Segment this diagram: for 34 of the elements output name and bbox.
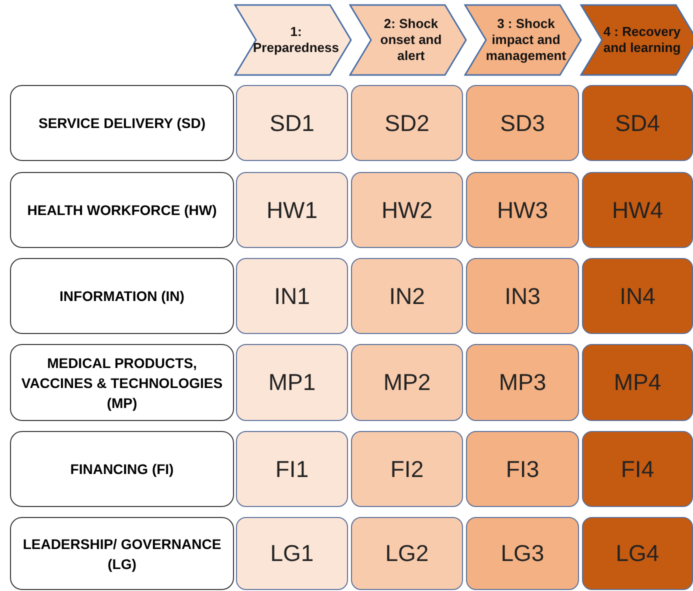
matrix-cell: MP2 bbox=[351, 344, 463, 421]
matrix-cell: LG4 bbox=[582, 517, 693, 590]
matrix-cell: LG3 bbox=[466, 517, 579, 590]
matrix-cell: FI4 bbox=[582, 431, 693, 507]
matrix-cell: SD2 bbox=[351, 85, 463, 161]
matrix-cell: LG1 bbox=[236, 517, 348, 590]
row-header-box: HEALTH WORKFORCE (HW) bbox=[10, 172, 234, 248]
matrix-cell: HW1 bbox=[236, 172, 348, 248]
matrix-cell: HW4 bbox=[582, 172, 693, 248]
row-header-box: SERVICE DELIVERY (SD) bbox=[10, 85, 234, 161]
phase-header-banner: 2: Shock onset and alert bbox=[349, 4, 467, 76]
row-header-box: INFORMATION (IN) bbox=[10, 258, 234, 334]
matrix-cell: LG2 bbox=[351, 517, 463, 590]
matrix-cell: SD4 bbox=[582, 85, 693, 161]
phase-header-banner: 1: Preparedness bbox=[234, 4, 352, 76]
row-header-box: FINANCING (FI) bbox=[10, 431, 234, 507]
matrix-cell: SD3 bbox=[466, 85, 579, 161]
matrix-cell: HW2 bbox=[351, 172, 463, 248]
matrix-cell: FI1 bbox=[236, 431, 348, 507]
matrix-cell: FI3 bbox=[466, 431, 579, 507]
matrix-cell: IN4 bbox=[582, 258, 693, 334]
phase-header-banner: 4 : Recovery and learning bbox=[580, 4, 693, 76]
phase-header-banner: 3 : Shock impact and management bbox=[464, 4, 582, 76]
matrix-cell: MP1 bbox=[236, 344, 348, 421]
matrix-cell: IN1 bbox=[236, 258, 348, 334]
matrix-cell: IN3 bbox=[466, 258, 579, 334]
matrix-cell: FI2 bbox=[351, 431, 463, 507]
row-header-box: LEADERSHIP/ GOVERNANCE (LG) bbox=[10, 517, 234, 590]
matrix-cell: MP4 bbox=[582, 344, 693, 421]
matrix-cell: HW3 bbox=[466, 172, 579, 248]
matrix-cell: MP3 bbox=[466, 344, 579, 421]
matrix-cell: SD1 bbox=[236, 85, 348, 161]
matrix-cell: IN2 bbox=[351, 258, 463, 334]
row-header-box: MEDICAL PRODUCTS, VACCINES & TECHNOLOGIES (MP) bbox=[10, 344, 234, 421]
